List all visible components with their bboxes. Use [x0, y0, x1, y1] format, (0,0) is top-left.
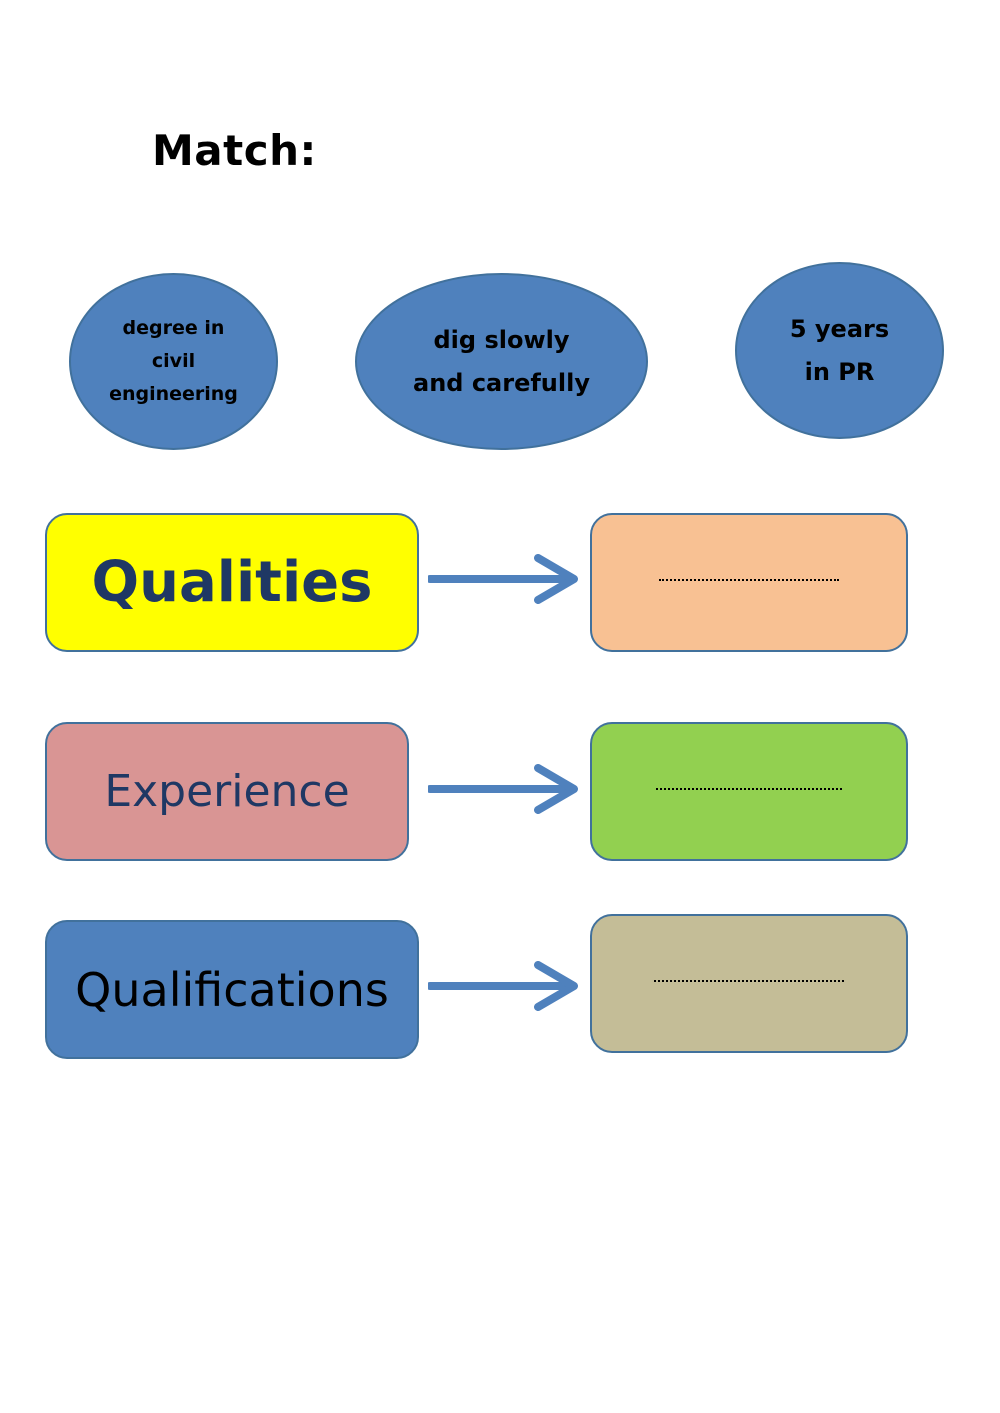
option-label: degree in civil engineering [109, 317, 238, 405]
arrow-right-icon [428, 554, 578, 604]
category-qualifications: Qualifications [45, 920, 419, 1059]
category-label: Experience [104, 766, 350, 817]
answer-slot-qualifications[interactable] [590, 914, 908, 1053]
answer-blank [656, 787, 842, 790]
option-years[interactable]: 5 years in PR [735, 262, 944, 439]
answer-slot-qualities[interactable] [590, 513, 908, 652]
answer-slot-experience[interactable] [590, 722, 908, 861]
option-degree[interactable]: degree in civil engineering [69, 273, 278, 450]
arrow-right-icon [428, 764, 578, 814]
category-experience: Experience [45, 722, 409, 861]
option-label: dig slowly and carefully [413, 325, 590, 397]
answer-blank [659, 578, 839, 581]
option-label: 5 years in PR [789, 314, 890, 386]
category-label: Qualities [91, 550, 373, 615]
arrow-right-icon [428, 961, 578, 1011]
option-dig[interactable]: dig slowly and carefully [355, 273, 648, 450]
answer-blank [654, 979, 844, 982]
category-label: Qualifications [75, 962, 389, 1017]
page-title: Match: [152, 126, 317, 175]
category-qualities: Qualities [45, 513, 419, 652]
